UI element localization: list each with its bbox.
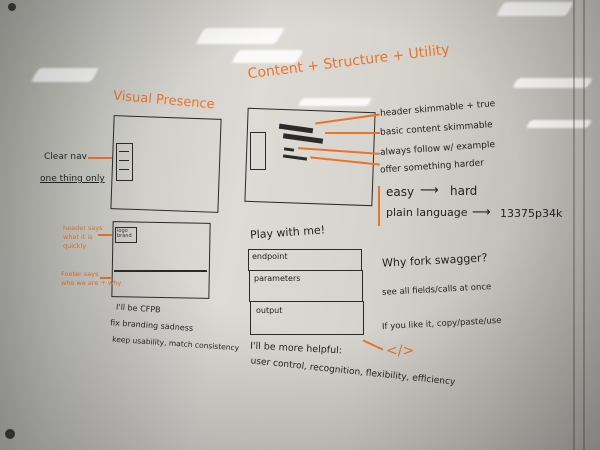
helpful-list: user control, recognition, flexibility, … <box>250 356 456 388</box>
light-reflection <box>297 98 373 106</box>
light-reflection <box>512 78 593 88</box>
arrow-plain-leet: ⟶ <box>472 205 491 220</box>
bullet-always-follow: always follow w/ example <box>379 139 496 159</box>
glass-edge <box>573 0 575 450</box>
wireframe-header <box>115 227 137 243</box>
play-output: output <box>256 306 283 315</box>
nav-line <box>119 151 129 152</box>
note-one-thing: one thing only <box>40 174 105 184</box>
bullet-offer-harder: offer something harder <box>379 158 485 176</box>
note-cfpb: I'll be CFPB <box>115 302 161 315</box>
arrow-footer <box>100 277 112 279</box>
footer-divider <box>114 270 207 272</box>
arrow-to-code <box>362 339 384 351</box>
play-output-box <box>250 301 364 335</box>
plain-language-label: plain language <box>386 206 468 219</box>
mounting-screw <box>8 3 16 11</box>
easy-label: easy <box>386 185 415 199</box>
bullet-basic-content: basic content skimmable <box>379 120 493 138</box>
hard-label: hard <box>450 184 478 198</box>
nav-line <box>119 160 129 161</box>
note-footer-says: Footer says who we are + why <box>61 270 122 287</box>
light-reflection <box>30 68 100 82</box>
leet-label: 13375p34k <box>500 207 563 220</box>
helpful-title: I'll be more helpful: <box>249 340 343 357</box>
note-clear-nav: Clear nav <box>44 152 87 162</box>
note-fix-branding: fix branding sadness <box>109 318 194 333</box>
swagger-question: Why fork swagger? <box>381 251 488 270</box>
note-header-says: header says what it is quickly <box>63 224 103 250</box>
swagger-see-all: see all fields/calls at once <box>381 282 492 298</box>
glass-edge <box>583 0 585 450</box>
wireframe-sidebar <box>250 132 266 170</box>
arrow-easy-hard: ⟶ <box>420 183 439 198</box>
code-glyph: </> <box>386 343 415 359</box>
light-reflection <box>195 28 285 44</box>
play-parameters: parameters <box>254 274 301 283</box>
mounting-screw <box>5 429 15 439</box>
title-visual-presence: Visual Presence <box>112 88 216 113</box>
swagger-if-like: If you like it, copy/paste/use <box>381 315 502 333</box>
play-endpoint: endpoint <box>252 252 288 261</box>
play-title: Play with me! <box>249 223 326 242</box>
connector <box>325 132 380 134</box>
bullet-header-skimmable: header skimmable + true <box>379 98 496 120</box>
wireframe-nav <box>116 143 133 181</box>
nav-line <box>119 169 129 170</box>
arrow-header <box>98 234 112 236</box>
note-keep-usability: keep usability, match consistency <box>111 334 240 353</box>
title-content-structure: Content + Structure + Utility <box>246 41 451 83</box>
arrow-clear-nav <box>88 157 112 159</box>
bracket-line <box>378 186 380 226</box>
light-reflection <box>495 2 575 16</box>
